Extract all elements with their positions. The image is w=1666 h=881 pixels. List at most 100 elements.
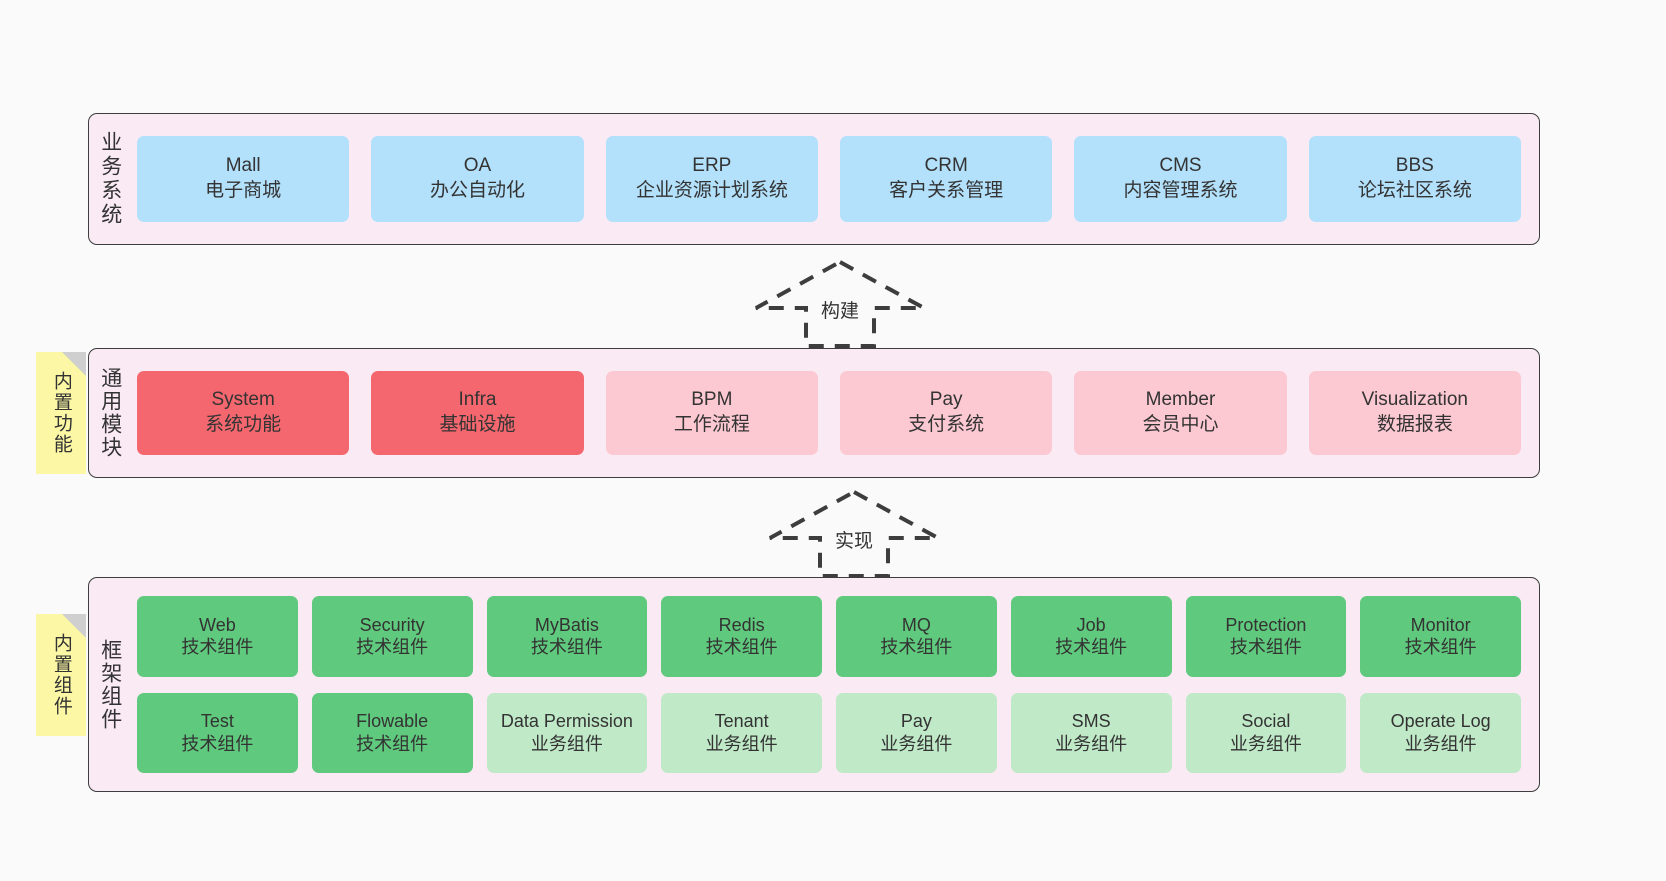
sticky-note-label: 内置功能 <box>50 371 72 455</box>
card-redis[interactable]: Redis 技术组件 <box>661 596 822 677</box>
card-subtitle: 论坛社区系统 <box>1357 180 1472 201</box>
tier-framework-components: 框架组件 Web 技术组件 Security 技术组件 MyBatis 技术组件… <box>88 577 1540 792</box>
card-test[interactable]: Test 技术组件 <box>137 692 298 773</box>
arrow-implement: 实现 <box>766 488 942 580</box>
sticky-note-builtin-functions: 内置功能 <box>36 352 86 474</box>
card-bbs[interactable]: BBS 论坛社区系统 <box>1308 136 1521 222</box>
card-subtitle: 技术组件 <box>1229 637 1302 658</box>
card-subtitle: 技术组件 <box>1055 637 1128 658</box>
card-visualization[interactable]: Visualization 数据报表 <box>1308 371 1521 455</box>
card-subtitle: 业务组件 <box>530 733 603 754</box>
card-mall[interactable]: Mall 电子商城 <box>137 136 350 222</box>
card-title: Redis <box>718 614 765 635</box>
card-mq[interactable]: MQ 技术组件 <box>836 596 997 677</box>
card-sms[interactable]: SMS 业务组件 <box>1010 692 1172 773</box>
card-cms[interactable]: CMS 内容管理系统 <box>1074 136 1287 222</box>
card-title: Security <box>359 614 425 635</box>
card-erp[interactable]: ERP 企业资源计划系统 <box>605 136 818 222</box>
card-social[interactable]: Social 业务组件 <box>1185 692 1347 773</box>
card-subtitle: 企业资源计划系统 <box>635 180 788 201</box>
tier-body-modules: System 系统功能 Infra 基础设施 BPM 工作流程 Pay 支付系统… <box>131 349 1539 477</box>
card-title: Flowable <box>356 711 429 732</box>
card-title: Operate Log <box>1390 711 1491 732</box>
card-subtitle: 技术组件 <box>1404 637 1477 658</box>
card-title: Pay <box>900 711 932 732</box>
tier-label-business: 业务系统 <box>98 131 122 227</box>
tier-body-business: Mall 电子商城 OA 办公自动化 ERP 企业资源计划系统 CRM 客户关系… <box>131 114 1539 244</box>
card-title: Job <box>1076 614 1106 635</box>
card-mybatis[interactable]: MyBatis 技术组件 <box>486 596 648 677</box>
arrow-outline-path <box>769 489 939 578</box>
card-monitor[interactable]: Monitor 技术组件 <box>1360 596 1521 677</box>
card-subtitle: 客户关系管理 <box>889 180 1004 201</box>
tier-common-modules: 通用模块 System 系统功能 Infra 基础设施 BPM 工作流程 Pay… <box>88 348 1540 478</box>
page-fold-icon <box>62 352 86 376</box>
card-subtitle: 技术组件 <box>880 637 953 658</box>
card-subtitle: 业务组件 <box>705 733 778 754</box>
card-member[interactable]: Member 会员中心 <box>1074 371 1287 455</box>
card-flowable[interactable]: Flowable 技术组件 <box>311 692 473 773</box>
card-subtitle: 会员中心 <box>1142 414 1219 435</box>
tier-label-framework: 框架组件 <box>98 638 122 731</box>
card-security[interactable]: Security 技术组件 <box>311 596 473 677</box>
card-title: OA <box>463 155 492 177</box>
card-oa[interactable]: OA 办公自动化 <box>371 136 584 222</box>
arrow-build: 构建 <box>752 258 928 350</box>
card-subtitle: 技术组件 <box>530 637 603 658</box>
card-web[interactable]: Web 技术组件 <box>137 596 298 677</box>
card-infra[interactable]: Infra 基础设施 <box>371 371 584 455</box>
card-subtitle: 业务组件 <box>1055 733 1128 754</box>
card-crm[interactable]: CRM 客户关系管理 <box>839 136 1053 222</box>
card-protection[interactable]: Protection 技术组件 <box>1185 596 1347 677</box>
card-data-permission[interactable]: Data Permission 业务组件 <box>486 692 648 773</box>
card-subtitle: 数据报表 <box>1376 414 1453 435</box>
card-title: CRM <box>924 155 968 177</box>
card-operate-log[interactable]: Operate Log 业务组件 <box>1360 692 1521 773</box>
card-title: Visualization <box>1361 389 1468 411</box>
card-title: MyBatis <box>534 614 599 635</box>
card-subtitle: 技术组件 <box>181 733 254 754</box>
card-title: System <box>211 389 275 411</box>
card-subtitle: 支付系统 <box>908 414 985 435</box>
card-title: BBS <box>1395 155 1434 177</box>
arrow-label-implement: 实现 <box>834 531 874 552</box>
card-title: MQ <box>901 614 931 635</box>
card-title: Pay <box>929 389 963 411</box>
arrow-label-build: 构建 <box>820 301 860 322</box>
tier-body-framework: Web 技术组件 Security 技术组件 MyBatis 技术组件 Redi… <box>131 578 1539 791</box>
card-subtitle: 基础设施 <box>439 414 516 435</box>
card-title: Infra <box>458 389 497 411</box>
card-title: Mall <box>225 155 261 177</box>
card-subtitle: 业务组件 <box>1404 733 1477 754</box>
arrow-outline-path <box>755 259 925 348</box>
card-title: Tenant <box>714 711 769 732</box>
card-title: Web <box>199 614 236 635</box>
card-title: CMS <box>1159 155 1202 177</box>
sticky-note-label: 内置组件 <box>50 633 72 717</box>
card-title: Test <box>200 711 234 732</box>
card-title: ERP <box>692 155 732 177</box>
card-title: Monitor <box>1410 614 1471 635</box>
card-subtitle: 工作流程 <box>673 414 750 435</box>
card-job[interactable]: Job 技术组件 <box>1010 596 1172 677</box>
tier-label-modules: 通用模块 <box>98 367 122 459</box>
card-subtitle: 办公自动化 <box>429 180 525 201</box>
sticky-note-builtin-components: 内置组件 <box>36 614 86 736</box>
card-title: Social <box>1241 711 1291 732</box>
card-subtitle: 技术组件 <box>705 637 778 658</box>
card-title: BPM <box>691 389 733 411</box>
card-pay-component[interactable]: Pay 业务组件 <box>836 692 997 773</box>
card-subtitle: 技术组件 <box>181 637 254 658</box>
card-system[interactable]: System 系统功能 <box>137 371 350 455</box>
tier-business-systems: 业务系统 Mall 电子商城 OA 办公自动化 ERP 企业资源计划系统 CRM… <box>88 113 1540 245</box>
card-subtitle: 技术组件 <box>356 733 429 754</box>
card-pay-module[interactable]: Pay 支付系统 <box>839 371 1053 455</box>
card-title: SMS <box>1071 711 1111 732</box>
card-subtitle: 业务组件 <box>1229 733 1302 754</box>
card-bpm[interactable]: BPM 工作流程 <box>605 371 818 455</box>
card-title: Data Permission <box>500 711 633 732</box>
card-tenant[interactable]: Tenant 业务组件 <box>661 692 822 773</box>
card-subtitle: 技术组件 <box>356 637 429 658</box>
page-fold-icon <box>62 614 86 638</box>
